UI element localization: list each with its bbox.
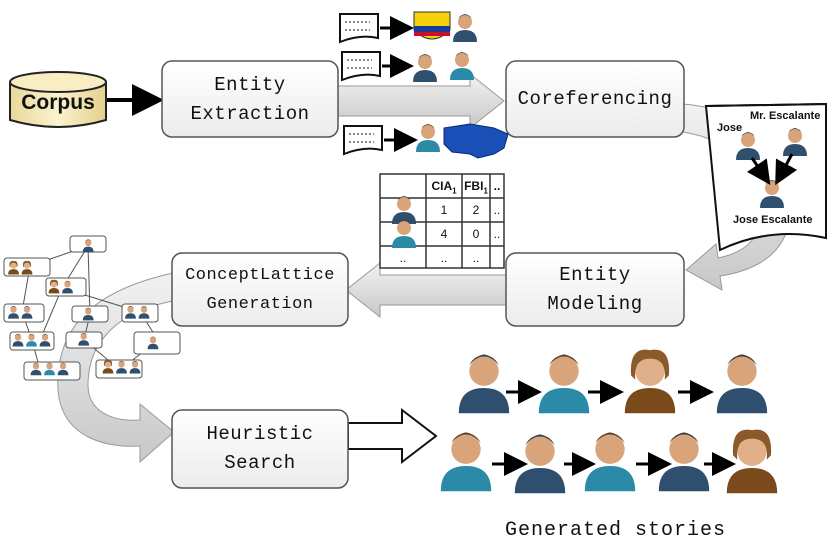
- person-icon: [413, 54, 437, 82]
- table-cell: ..: [399, 251, 407, 265]
- flow-arrow-modeling-to-lattice: [345, 261, 507, 319]
- person-icon: [450, 52, 474, 80]
- flag-icon: [413, 11, 451, 40]
- person-icon: [658, 432, 710, 492]
- output-caption: Generated stories: [505, 519, 727, 542]
- table-cell: ..: [440, 251, 448, 265]
- flow-arrow-extraction-to-coref: [337, 72, 505, 130]
- person-icon: [416, 124, 440, 152]
- table-header-fbi: FBI1: [464, 179, 488, 196]
- flow-arrow-search-to-stories: [347, 407, 438, 465]
- person-icon: [584, 432, 636, 492]
- story-row-2: [440, 429, 778, 494]
- document-icon: [341, 51, 381, 82]
- document-icon: [343, 125, 383, 156]
- box-entity-extraction: [161, 60, 339, 138]
- usa-map-icon: [443, 123, 509, 159]
- person-icon: [624, 349, 676, 414]
- table-cell: 2: [472, 203, 480, 217]
- person-icon: [538, 354, 590, 414]
- person-icon: [453, 14, 477, 42]
- person-icon: [716, 354, 768, 414]
- box-entity-modeling: [505, 252, 685, 327]
- table-cell: ..: [493, 203, 501, 217]
- person-icon: [458, 354, 510, 414]
- document-icon: [339, 13, 379, 44]
- table-header-more: ..: [493, 179, 501, 193]
- box-coreferencing: [505, 60, 685, 138]
- person-icon: [726, 429, 778, 494]
- person-icon: [514, 434, 566, 494]
- person-icon: [440, 432, 492, 492]
- corpus-label: Corpus: [21, 91, 95, 114]
- stage-label-coreferencing: Coreferencing: [517, 88, 673, 110]
- table-cell: ..: [472, 251, 480, 265]
- corpus-cylinder-icon: [9, 71, 107, 128]
- coref-mention-2: Mr. Escalante: [750, 110, 821, 122]
- box-concept-lattice: [171, 252, 349, 327]
- table-header-cia: CIA1: [431, 179, 457, 196]
- box-heuristic-search: [171, 409, 349, 489]
- table-cell: 1: [440, 203, 448, 217]
- coref-resolved: Jose Escalante: [733, 214, 813, 226]
- table-cell: ..: [493, 227, 501, 241]
- story-row-1: [458, 349, 768, 414]
- coref-mention-1: Jose: [717, 122, 743, 134]
- table-cell: 4: [440, 227, 448, 241]
- table-cell: 0: [472, 227, 480, 241]
